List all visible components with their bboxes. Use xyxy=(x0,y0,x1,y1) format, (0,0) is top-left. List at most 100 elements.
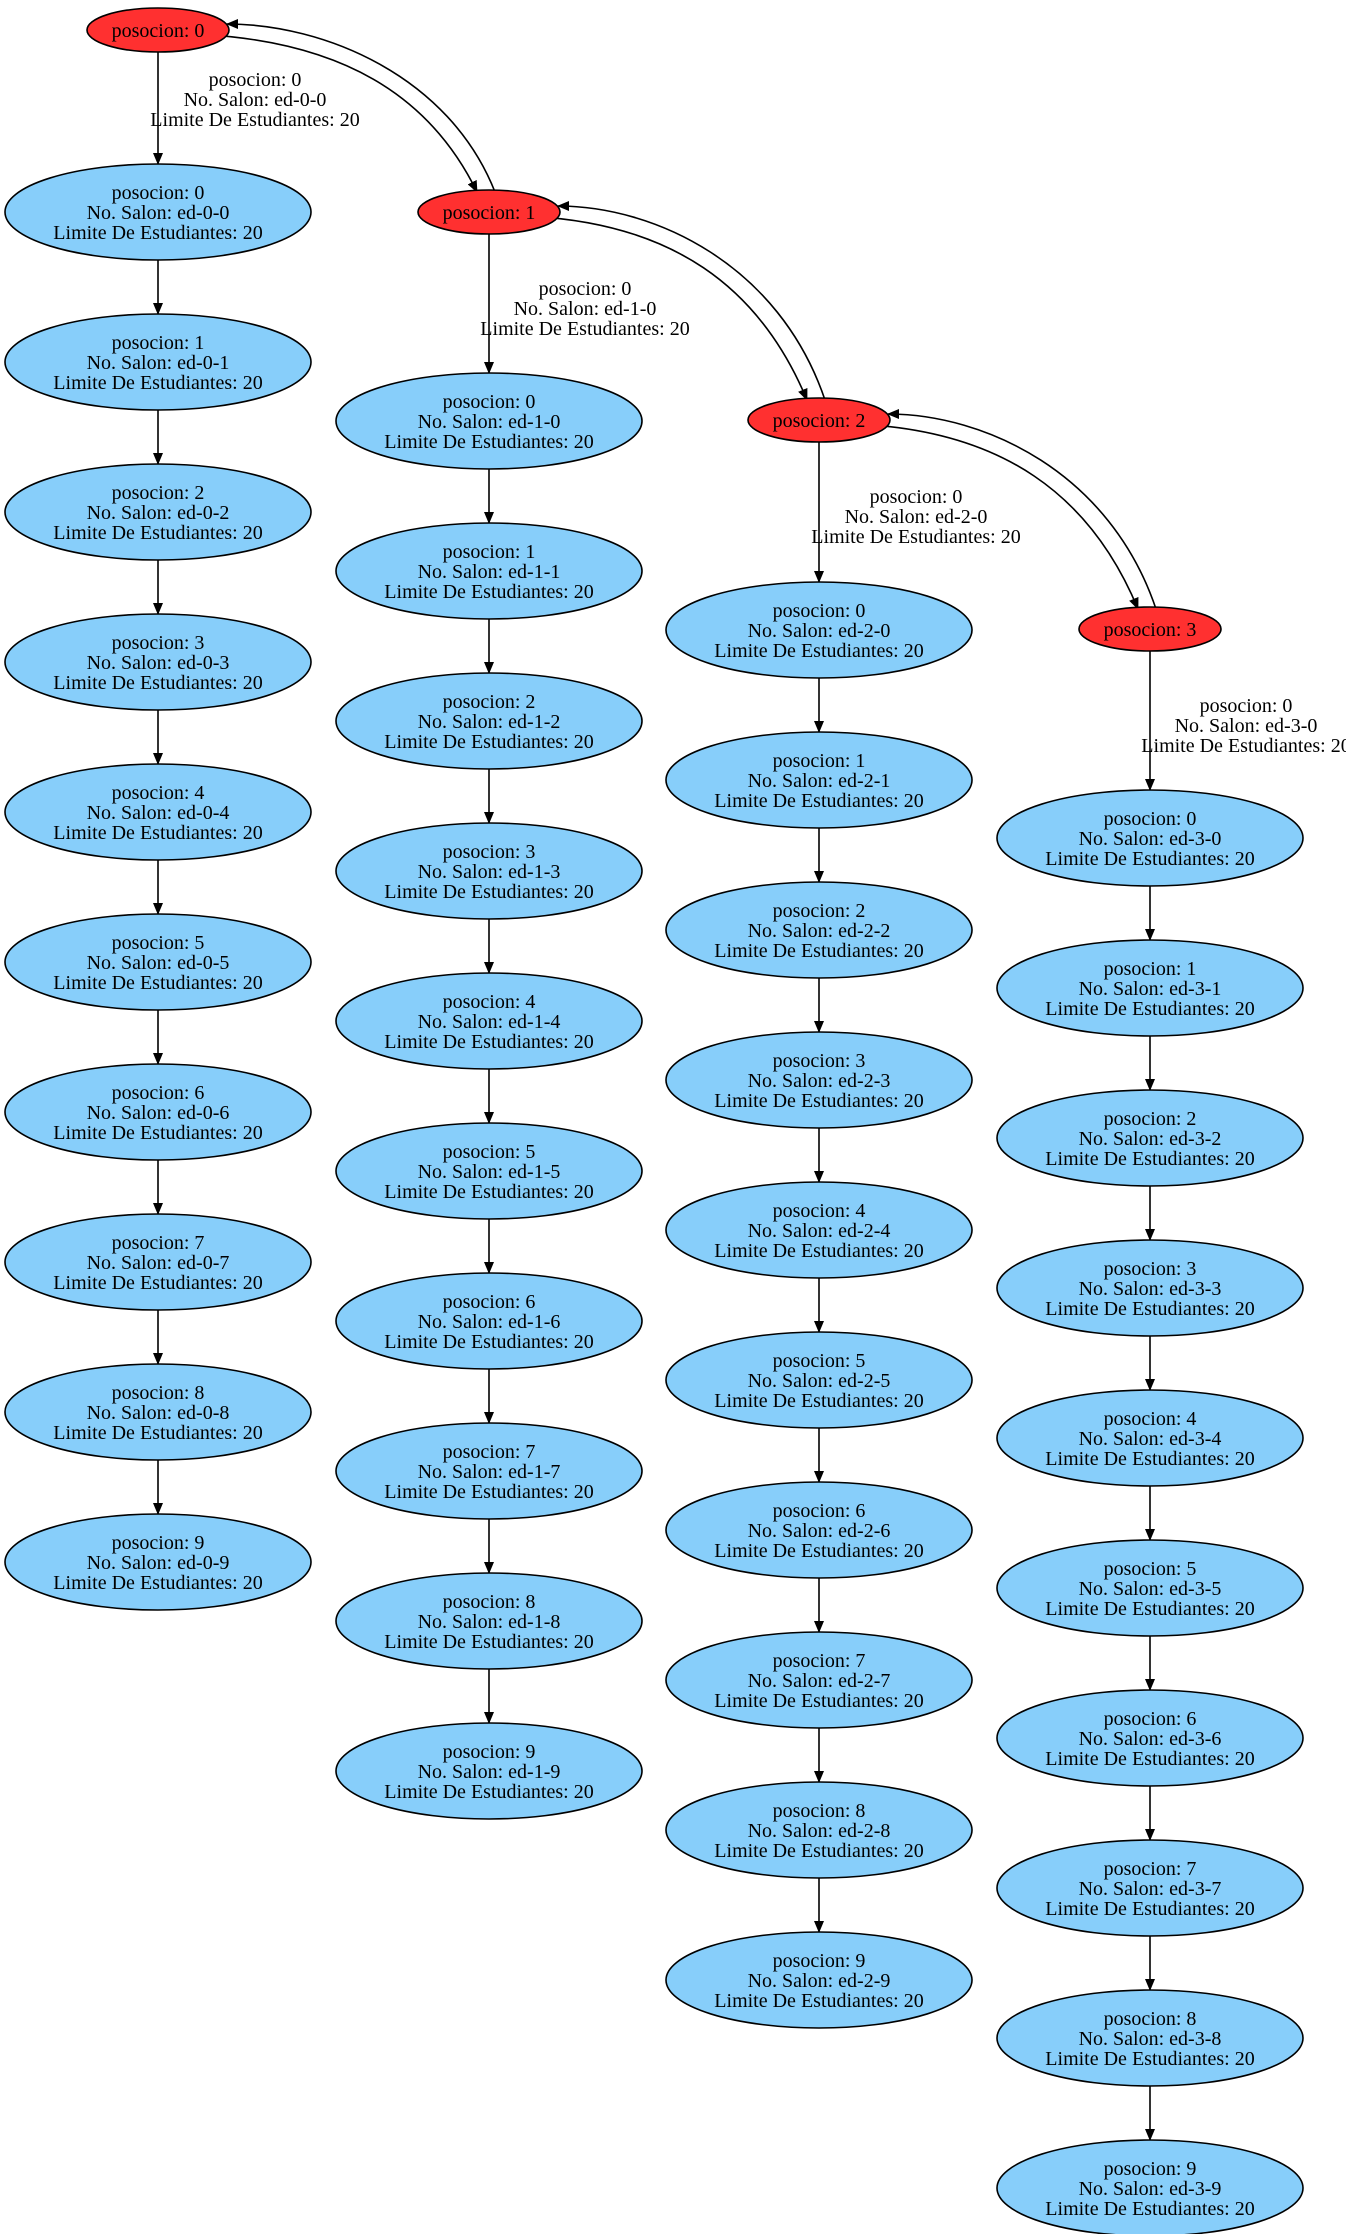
header-node-2[interactable]: posocion: 2 xyxy=(747,397,891,443)
node-1-2-shape xyxy=(335,672,643,770)
node-3-7-line-2: Limite De Estudiantes: 20 xyxy=(1045,1898,1254,1920)
node-2-8-line-0: posocion: 8 xyxy=(773,1800,866,1822)
node-3-8-line-1: No. Salon: ed-3-8 xyxy=(1079,2028,1222,2050)
node-3-8-shape xyxy=(996,1989,1304,2087)
node-2-1-line-0: posocion: 1 xyxy=(773,750,866,772)
node-2-1-shape xyxy=(665,731,973,829)
node-0-5-line-1: No. Salon: ed-0-5 xyxy=(87,952,230,974)
node-0-3-line-0: posocion: 3 xyxy=(112,632,205,654)
node-1-3-line-2: Limite De Estudiantes: 20 xyxy=(384,881,593,903)
node-1-8-line-2: Limite De Estudiantes: 20 xyxy=(384,1631,593,1653)
node-0-6-line-0: posocion: 6 xyxy=(112,1082,205,1104)
node-0-3-line-1: No. Salon: ed-0-3 xyxy=(87,652,230,674)
node-0-2-line-2: Limite De Estudiantes: 20 xyxy=(53,522,262,544)
node-3-6-line-0: posocion: 6 xyxy=(1104,1708,1197,1730)
node-0-0-line-0: posocion: 0 xyxy=(112,182,205,204)
node-2-5-line-0: posocion: 5 xyxy=(773,1350,866,1372)
node-1-3-line-1: No. Salon: ed-1-3 xyxy=(418,861,561,883)
header-node-1[interactable]: posocion: 1 xyxy=(417,189,561,235)
node-0-1-line-0: posocion: 1 xyxy=(112,332,205,354)
node-2-0-line-1: No. Salon: ed-2-0 xyxy=(748,620,891,642)
node-2-8-shape xyxy=(665,1781,973,1879)
node-0-9-line-2: Limite De Estudiantes: 20 xyxy=(53,1572,262,1594)
node-3-8-line-2: Limite De Estudiantes: 20 xyxy=(1045,2048,1254,2070)
node-1-9-line-1: No. Salon: ed-1-9 xyxy=(418,1761,561,1783)
edge-header-2-to-1 xyxy=(557,201,826,401)
edge-label-1-line-1: No. Salon: ed-1-0 xyxy=(514,298,657,320)
header-node-3[interactable]: posocion: 3 xyxy=(1078,606,1222,652)
node-2-3-line-0: posocion: 3 xyxy=(773,1050,866,1072)
node-1-5-shape xyxy=(335,1122,643,1220)
node-2-9-line-0: posocion: 9 xyxy=(773,1950,866,1972)
node-0-0-line-1: No. Salon: ed-0-0 xyxy=(87,202,230,224)
node-0-4-line-2: Limite De Estudiantes: 20 xyxy=(53,822,262,844)
node-1-4-line-0: posocion: 4 xyxy=(443,991,536,1013)
node-0-6-line-2: Limite De Estudiantes: 20 xyxy=(53,1122,262,1144)
node-0-8-line-1: No. Salon: ed-0-8 xyxy=(87,1402,230,1424)
node-3-5-line-2: Limite De Estudiantes: 20 xyxy=(1045,1598,1254,1620)
node-3-7-line-1: No. Salon: ed-3-7 xyxy=(1079,1878,1222,1900)
node-2-5-shape xyxy=(665,1331,973,1429)
node-1-0-shape xyxy=(335,372,643,470)
node-2-4-shape xyxy=(665,1181,973,1279)
node-2-4-line-0: posocion: 4 xyxy=(773,1200,866,1222)
node-2-6-line-0: posocion: 6 xyxy=(773,1500,866,1522)
node-2-5-line-1: No. Salon: ed-2-5 xyxy=(748,1370,891,1392)
node-1-1-shape xyxy=(335,522,643,620)
node-1-9-line-2: Limite De Estudiantes: 20 xyxy=(384,1781,593,1803)
header-node-3-shape xyxy=(1078,606,1222,652)
node-3-7-line-0: posocion: 7 xyxy=(1104,1858,1197,1880)
node-1-0-line-2: Limite De Estudiantes: 20 xyxy=(384,431,593,453)
edge-label-3-line-2: Limite De Estudiantes: 20 xyxy=(1141,735,1346,757)
edge-header-0-to-1 xyxy=(201,33,478,193)
edge-label-3-line-0: posocion: 0 xyxy=(1200,695,1293,717)
node-3-2-shape xyxy=(996,1089,1304,1187)
node-2-7-line-2: Limite De Estudiantes: 20 xyxy=(714,1690,923,1712)
node-1-6-line-1: No. Salon: ed-1-6 xyxy=(418,1311,561,1333)
node-3-1-line-2: Limite De Estudiantes: 20 xyxy=(1045,998,1254,1020)
node-1-0-line-0: posocion: 0 xyxy=(443,391,536,413)
header-node-0[interactable]: posocion: 0 xyxy=(86,7,230,53)
